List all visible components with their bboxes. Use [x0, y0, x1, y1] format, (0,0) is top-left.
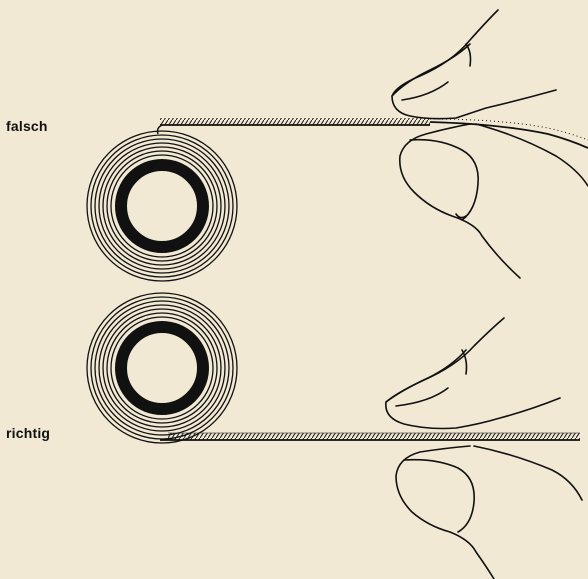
film-strip-right	[160, 433, 580, 440]
roll-right	[87, 293, 237, 443]
fingers-wrong	[392, 10, 588, 278]
roll-wrong	[87, 131, 237, 281]
film-strip-wrong	[158, 118, 588, 148]
fingers-right	[386, 318, 582, 579]
